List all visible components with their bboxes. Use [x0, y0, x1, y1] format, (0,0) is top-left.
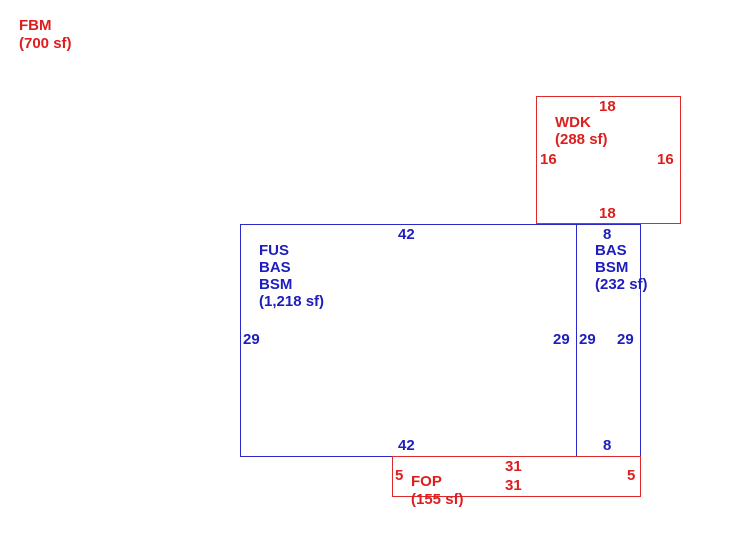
main-dim-right: 29 [553, 331, 570, 348]
wdk-dim-left: 16 [540, 151, 557, 168]
fbm-area: (700 sf) [19, 35, 72, 52]
side-dim-right: 29 [617, 331, 634, 348]
wdk-dim-top: 18 [599, 98, 616, 115]
wdk-label: WDK [555, 114, 591, 131]
fop-dim-bottom: 31 [505, 477, 522, 494]
side-dim-bottom: 8 [603, 437, 612, 454]
fop-dim-left: 5 [395, 467, 404, 484]
wdk-area: (288 sf) [555, 131, 608, 148]
fop-label: FOP [411, 473, 442, 490]
side-line-2: BSM [595, 259, 629, 276]
wdk-dim-right: 16 [657, 151, 674, 168]
side-dim-top: 8 [603, 226, 612, 243]
wdk-dim-bottom: 18 [599, 205, 616, 222]
main-line-1: FUS [259, 242, 289, 259]
side-dim-left: 29 [579, 331, 596, 348]
fop-dim-top: 31 [505, 458, 522, 475]
wdk-outline [536, 96, 681, 224]
side-area: (232 sf) [595, 276, 648, 293]
main-dim-left: 29 [243, 331, 260, 348]
main-line-3: BSM [259, 276, 293, 293]
main-dim-top: 42 [398, 226, 415, 243]
fop-dim-right: 5 [627, 467, 636, 484]
side-line-1: BAS [595, 242, 627, 259]
fop-area: (155 sf) [411, 491, 464, 508]
main-dim-bottom: 42 [398, 437, 415, 454]
main-area: (1,218 sf) [259, 293, 325, 310]
fop-outline [392, 456, 641, 497]
main-line-2: BAS [259, 259, 291, 276]
fbm-code: FBM [19, 17, 52, 34]
